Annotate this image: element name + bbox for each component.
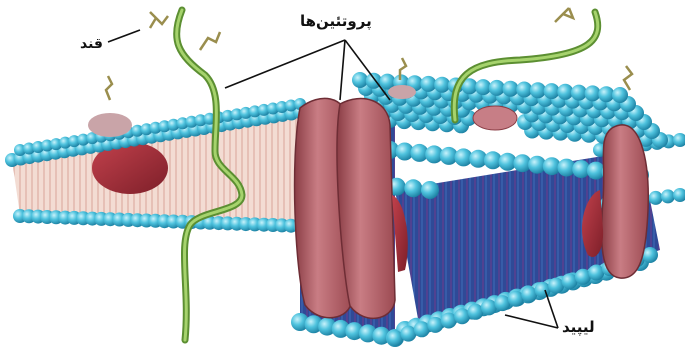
- top-protein-pore: [473, 106, 517, 130]
- label-proteins: پروتئین‌ها: [300, 12, 372, 30]
- right-transmembrane-protein: [602, 125, 649, 278]
- label-sugar: قند: [80, 36, 103, 52]
- left-top-protein: [88, 113, 132, 137]
- small-top-protein: [388, 85, 416, 99]
- label-lipid: لیپید: [562, 318, 595, 336]
